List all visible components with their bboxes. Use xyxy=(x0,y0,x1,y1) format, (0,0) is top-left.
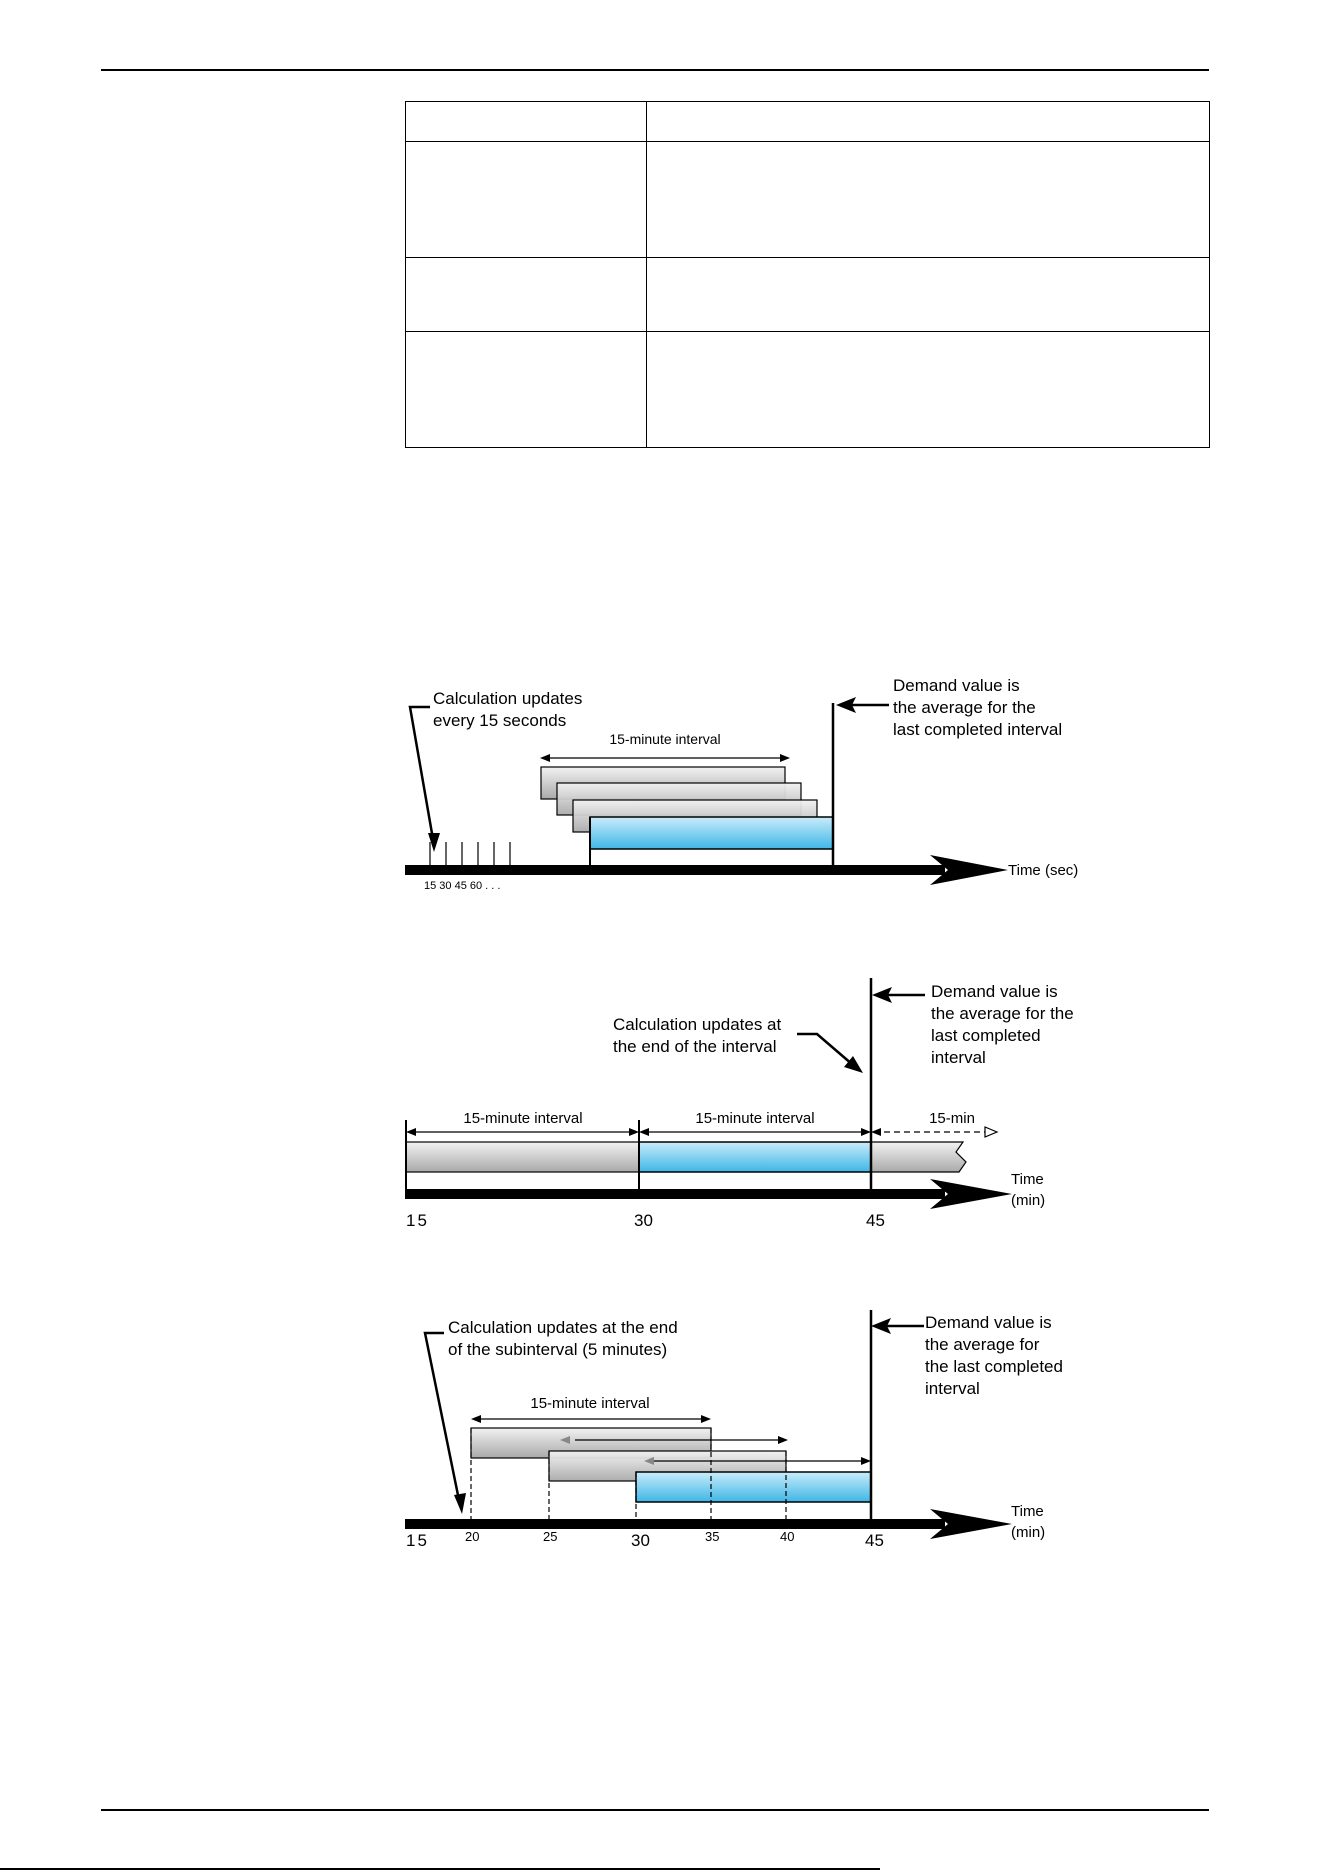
callout-left-arrowhead xyxy=(844,1056,863,1073)
callout-right-line1: Demand value is xyxy=(931,982,1058,1001)
tick-label: 45 xyxy=(866,1211,885,1230)
completed-interval-block xyxy=(405,1141,640,1173)
shift-arrow-head-right xyxy=(778,1436,788,1444)
shift-arrow-head-left xyxy=(644,1457,654,1465)
callout-left-arrowhead xyxy=(428,833,440,852)
sliding-block-diagram: Calculation updates every 15 seconds Dem… xyxy=(405,676,1078,892)
tick-labels: 15 30 45 60 . . . xyxy=(424,880,500,892)
interval-arrow-right xyxy=(629,1128,639,1136)
callout-right-line3: last completed interval xyxy=(893,720,1062,739)
tick-label: 15 xyxy=(406,1211,429,1230)
table-row xyxy=(405,257,1210,332)
axis-label-line2: (min) xyxy=(1011,1192,1045,1209)
current-interval-block xyxy=(635,1471,872,1503)
parameter-table xyxy=(405,101,1210,448)
callout-right-line4: interval xyxy=(931,1048,986,1067)
time-axis xyxy=(405,865,945,875)
table-cell xyxy=(646,101,1210,142)
tick-label: 20 xyxy=(465,1529,479,1544)
table-cell xyxy=(646,257,1210,332)
callout-left-line1: Calculation updates at xyxy=(613,1015,782,1034)
interval-label: 15-minute interval xyxy=(530,1395,649,1412)
callout-right-line3: the last completed xyxy=(925,1357,1063,1376)
interval-label: 15-minute interval xyxy=(609,731,720,747)
axis-label: Time (sec) xyxy=(1008,862,1078,879)
interval-label: 15-minute interval xyxy=(463,1110,582,1127)
interval-label: 15-min xyxy=(929,1110,975,1127)
page-edge-line xyxy=(0,1868,880,1870)
axis-label-line1: Time xyxy=(1011,1503,1044,1520)
table-cell xyxy=(405,257,647,332)
callout-right-line1: Demand value is xyxy=(925,1313,1052,1332)
callout-right-line3: last completed xyxy=(931,1026,1041,1045)
callout-left-leader xyxy=(408,705,436,846)
callout-left-line1: Calculation updates at the end xyxy=(448,1318,678,1337)
callout-left-line2: of the subinterval (5 minutes) xyxy=(448,1340,667,1359)
callout-left-line2: every 15 seconds xyxy=(433,711,566,730)
interval-arrow-right xyxy=(701,1415,711,1423)
table-row xyxy=(405,101,1210,142)
interval-arrow-right xyxy=(780,754,790,762)
table-cell xyxy=(405,101,647,142)
next-interval-block xyxy=(870,1141,967,1173)
callout-right-arrowhead xyxy=(871,1318,891,1334)
tick-label: 45 xyxy=(865,1531,884,1550)
time-axis-arrowhead xyxy=(930,1509,1012,1539)
callout-right-line2: the average for the xyxy=(893,698,1036,717)
time-axis xyxy=(405,1189,945,1199)
callout-left-arrowhead xyxy=(454,1493,466,1514)
interval-arrow-right xyxy=(861,1128,871,1136)
header-rule xyxy=(101,69,1209,71)
interval-arrow-left xyxy=(471,1415,481,1423)
time-axis xyxy=(405,1519,945,1529)
tick-label: 30 xyxy=(631,1531,650,1550)
time-axis-arrowhead xyxy=(930,855,1008,885)
callout-right-arrowhead xyxy=(836,697,856,713)
callout-left-leader xyxy=(423,1331,462,1506)
last-completed-interval-block xyxy=(638,1141,872,1173)
interval-arrow-left xyxy=(871,1128,881,1136)
interval-arrow-left xyxy=(406,1128,416,1136)
current-interval-block xyxy=(589,816,834,850)
table-cell xyxy=(646,331,1210,448)
footer-rule xyxy=(101,1809,1209,1811)
callout-left-line1: Calculation updates xyxy=(433,689,582,708)
interval-arrow-left xyxy=(540,754,550,762)
callout-right-line1: Demand value is xyxy=(893,676,1020,695)
axis-label-line1: Time xyxy=(1011,1171,1044,1188)
tick-label: 35 xyxy=(705,1529,719,1544)
tick-label: 15 xyxy=(406,1531,429,1550)
callout-right-arrowhead xyxy=(872,987,892,1003)
tick-label: 40 xyxy=(780,1529,794,1544)
callout-left-leader xyxy=(797,1032,854,1066)
shift-arrow-head-left xyxy=(560,1436,570,1444)
callout-right-line2: the average for the xyxy=(931,1004,1074,1023)
table-cell xyxy=(405,331,647,448)
callout-left-line2: the end of the interval xyxy=(613,1037,777,1056)
time-axis-arrowhead xyxy=(930,1179,1012,1209)
table-row xyxy=(405,141,1210,258)
axis-label-line2: (min) xyxy=(1011,1524,1045,1541)
callout-right-line4: interval xyxy=(925,1379,980,1398)
interval-arrow-open xyxy=(984,1126,999,1138)
callout-right-line2: the average for xyxy=(925,1335,1040,1354)
table-row xyxy=(405,331,1210,448)
table-cell xyxy=(405,141,647,258)
tick-label: 25 xyxy=(543,1529,557,1544)
interval-arrow-left xyxy=(639,1128,649,1136)
table-cell xyxy=(646,141,1210,258)
fixed-block-diagram: Calculation updates at the end of the in… xyxy=(405,978,1074,1230)
shift-arrow-head-right xyxy=(861,1457,871,1465)
interval-label: 15-minute interval xyxy=(695,1110,814,1127)
rolling-block-diagram: Calculation updates at the end of the su… xyxy=(405,1310,1063,1550)
tick-label: 30 xyxy=(634,1211,653,1230)
